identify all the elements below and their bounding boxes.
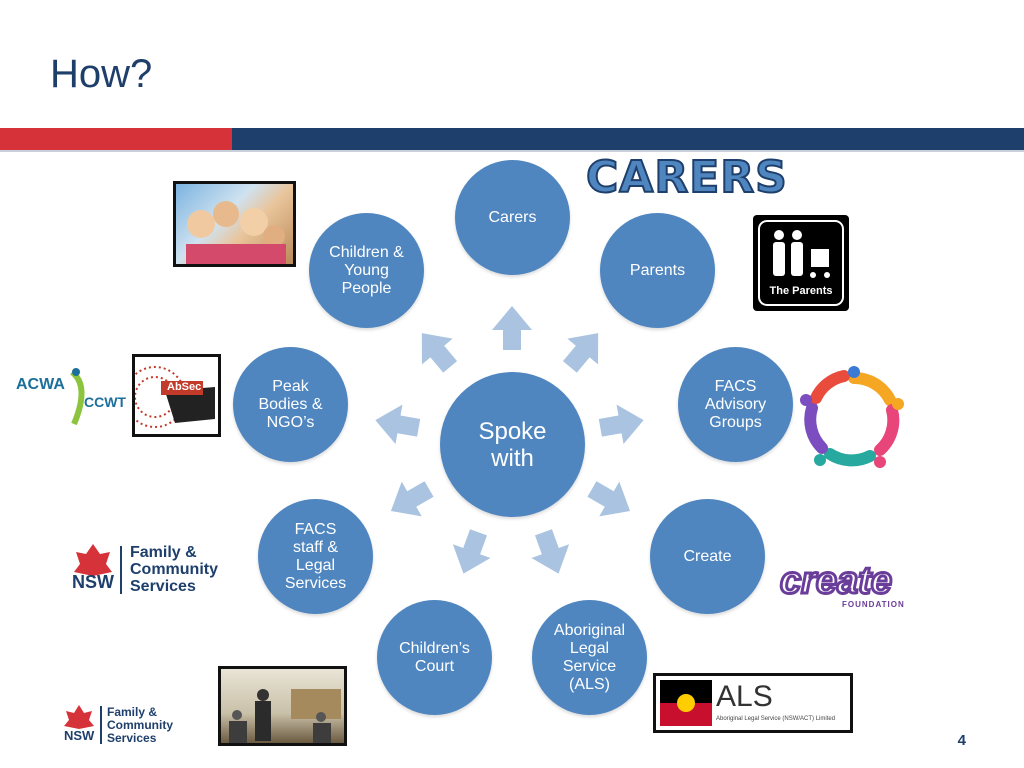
arrow-to-facs-staff bbox=[380, 471, 440, 529]
waratah-icon bbox=[74, 544, 112, 576]
children-faces-illustration bbox=[186, 201, 286, 264]
node-facs-advisory-groups: FACS Advisory Groups bbox=[678, 347, 793, 462]
children-photo bbox=[173, 181, 296, 267]
arrow-to-carers bbox=[492, 306, 532, 350]
the-parents-caption: The Parents bbox=[769, 285, 833, 297]
aboriginal-flag-map-icon bbox=[660, 680, 712, 726]
courtroom-illustration bbox=[229, 689, 341, 743]
als-label: ALS bbox=[716, 680, 773, 713]
absec-label: AbSec bbox=[167, 381, 202, 393]
facs-line2: Community bbox=[130, 561, 218, 578]
page-number: 4 bbox=[957, 732, 966, 749]
nsw-label-small: NSW bbox=[64, 728, 95, 743]
arrow-to-childrens-court bbox=[444, 525, 498, 581]
nsw-label: NSW bbox=[72, 572, 114, 592]
arrow-to-peak-bodies bbox=[371, 400, 423, 448]
arrow-to-als bbox=[524, 525, 578, 581]
arrow-to-facs-advisory bbox=[596, 400, 648, 448]
node-parents: Parents bbox=[600, 213, 715, 328]
nsw-facs-logo-bottom: NSW Family & Community Services bbox=[62, 704, 182, 746]
the-parents-logo: The Parents bbox=[753, 215, 849, 311]
acwa-ccwt-logo: ACWA CCWT bbox=[12, 366, 126, 430]
center-node-spoke-with: Spoke with bbox=[440, 372, 585, 517]
facs-advisory-circle-of-people-logo bbox=[800, 366, 904, 468]
node-carers: Carers bbox=[455, 160, 570, 275]
carers-logo: CARERS bbox=[585, 151, 788, 204]
parents-pictogram-icon bbox=[758, 220, 844, 306]
header-bar-blue bbox=[232, 128, 1024, 150]
logo-divider bbox=[120, 546, 122, 594]
acwa-swoosh-icon bbox=[69, 368, 85, 426]
facs-small-line2: Community bbox=[107, 718, 173, 732]
header-bar-underline bbox=[0, 150, 1024, 152]
header-bar-red bbox=[0, 128, 232, 150]
arrow-to-create bbox=[581, 471, 641, 529]
node-children-young-people: Children & Young People bbox=[309, 213, 424, 328]
node-aboriginal-legal-service: Aboriginal Legal Service (ALS) bbox=[532, 600, 647, 715]
create-foundation-text: FOUNDATION bbox=[842, 600, 905, 609]
node-facs-staff-legal-services: FACS staff & Legal Services bbox=[258, 499, 373, 614]
create-foundation-logo: create FOUNDATION bbox=[778, 559, 926, 614]
absec-logo: AbSec bbox=[132, 354, 221, 437]
facs-line1: Family & bbox=[130, 544, 197, 561]
arrow-to-parents bbox=[554, 320, 614, 380]
acwa-label: ACWA bbox=[16, 376, 65, 393]
node-create: Create bbox=[650, 499, 765, 614]
logo-divider-small bbox=[100, 706, 102, 744]
als-logo: ALS Aboriginal Legal Service (NSW/ACT) L… bbox=[653, 673, 853, 733]
arrow-to-children bbox=[406, 320, 466, 380]
nsw-facs-logo-middle: NSW Family & Community Services bbox=[70, 542, 230, 598]
facs-small-line1: Family & bbox=[107, 705, 158, 719]
create-logo-text: create bbox=[779, 559, 894, 604]
node-childrens-court: Children’s Court bbox=[377, 600, 492, 715]
node-peak-bodies-ngos: Peak Bodies & NGO’s bbox=[233, 347, 348, 462]
slide-title: How? bbox=[50, 52, 153, 96]
waratah-icon-small bbox=[64, 705, 94, 729]
als-caption: Aboriginal Legal Service (NSW/ACT) Limit… bbox=[716, 716, 836, 722]
facs-line3: Services bbox=[130, 578, 196, 595]
ccwt-label: CCWT bbox=[84, 394, 126, 410]
absec-map-icon bbox=[135, 366, 215, 428]
childrens-court-photo bbox=[218, 666, 347, 746]
facs-small-line3: Services bbox=[107, 731, 157, 745]
